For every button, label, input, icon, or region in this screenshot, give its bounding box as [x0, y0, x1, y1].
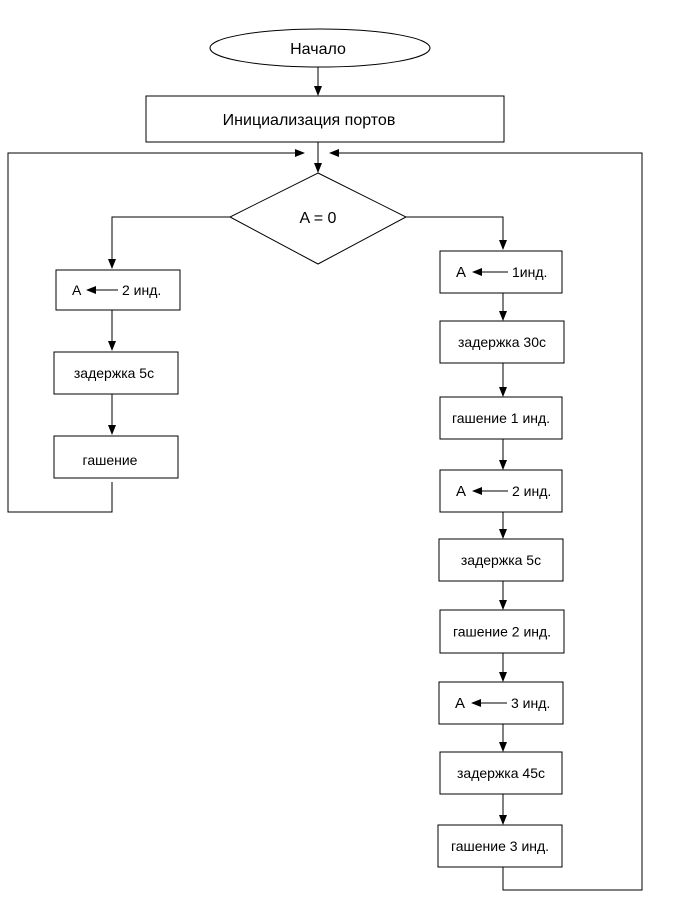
left-delay-label: задержка 5с	[74, 365, 154, 381]
left-assign-value: 2 инд.	[122, 282, 161, 298]
right-step-1-value: 1инд.	[512, 264, 547, 280]
right-branch: A 1инд. задержка 30с гашение 1 инд. A 2 инд. з…	[437, 250, 565, 868]
decision-diamond	[228, 172, 408, 265]
right-step-5-label: задержка 5с	[461, 552, 541, 568]
right-step-1-var: A	[456, 264, 466, 281]
right-step-7-var: A	[455, 695, 465, 712]
right-step-5-block	[438, 538, 564, 582]
loop-back-right	[329, 149, 643, 891]
branch-right	[406, 216, 507, 250]
start-label: Начало	[290, 41, 346, 58]
right-step-3-label: гашение 1 инд.	[452, 410, 550, 426]
init-label: Инициализация портов	[223, 112, 396, 129]
left-delay-block	[53, 351, 179, 395]
left-off-block	[53, 435, 179, 479]
right-step-6-label: гашение 2 инд.	[453, 624, 551, 640]
right-step-6-block	[439, 609, 565, 654]
right-step-2-label: задержка 30с	[458, 334, 546, 350]
right-step-4-value: 2 инд.	[512, 483, 551, 499]
right-step-2-block	[439, 320, 565, 364]
right-step-9-block	[437, 824, 563, 868]
right-step-9-label: гашение 3 инд.	[451, 838, 549, 854]
left-off-label: гашение	[83, 452, 138, 468]
right-step-8-block	[439, 751, 563, 795]
right-step-8-label: задержка 45с	[457, 765, 545, 781]
left-assign-var: A	[72, 282, 82, 298]
start-terminal	[209, 28, 431, 68]
decision-label: A = 0	[300, 210, 337, 227]
loop-back-left	[7, 149, 305, 513]
init-block	[145, 95, 505, 143]
branch-left	[108, 216, 230, 269]
right-step-7-value: 3 инд.	[511, 695, 550, 711]
right-step-4-var: A	[456, 483, 466, 500]
right-step-3-block	[439, 396, 563, 440]
